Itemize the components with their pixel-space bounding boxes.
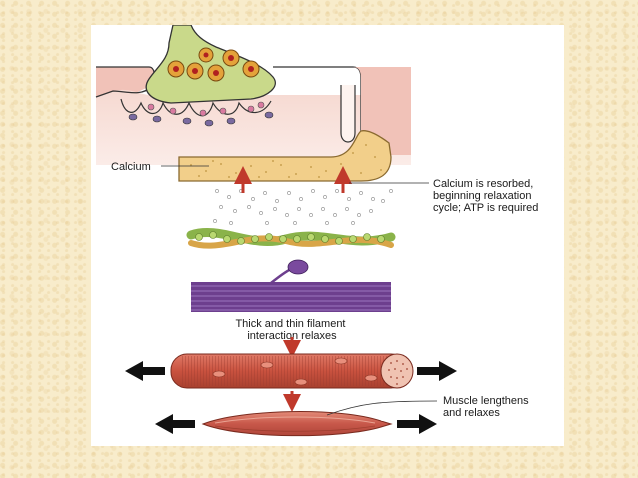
figure-panel: Calcium Calcium is resorbed, beginning r… bbox=[91, 25, 564, 446]
muscle-stretch-arrows bbox=[155, 414, 437, 434]
calcium-resorption-arrows bbox=[234, 166, 352, 193]
relaxed-muscle bbox=[201, 411, 393, 437]
myosin-head bbox=[270, 259, 309, 284]
calcium-label: Calcium bbox=[111, 161, 151, 173]
muscle-label: Muscle lengthens and relaxes bbox=[443, 395, 532, 419]
thin-filament bbox=[186, 228, 396, 249]
junctional-folds bbox=[120, 98, 274, 127]
muscle-fiber bbox=[170, 353, 414, 389]
thick-filament bbox=[191, 282, 391, 312]
axon-terminal bbox=[145, 25, 276, 104]
calcium-ions bbox=[213, 189, 393, 225]
muscle-relaxation-diagram: Calcium Calcium is resorbed, beginning r… bbox=[95, 25, 538, 437]
resorbed-label: Calcium is resorbed, beginning relaxatio… bbox=[433, 178, 538, 214]
fiber-stretch-arrows bbox=[125, 361, 457, 381]
synaptic-vesicles bbox=[167, 47, 260, 82]
muscle-leader-line bbox=[326, 400, 438, 416]
filament-label: Thick and thin filament interaction rela… bbox=[235, 318, 348, 342]
